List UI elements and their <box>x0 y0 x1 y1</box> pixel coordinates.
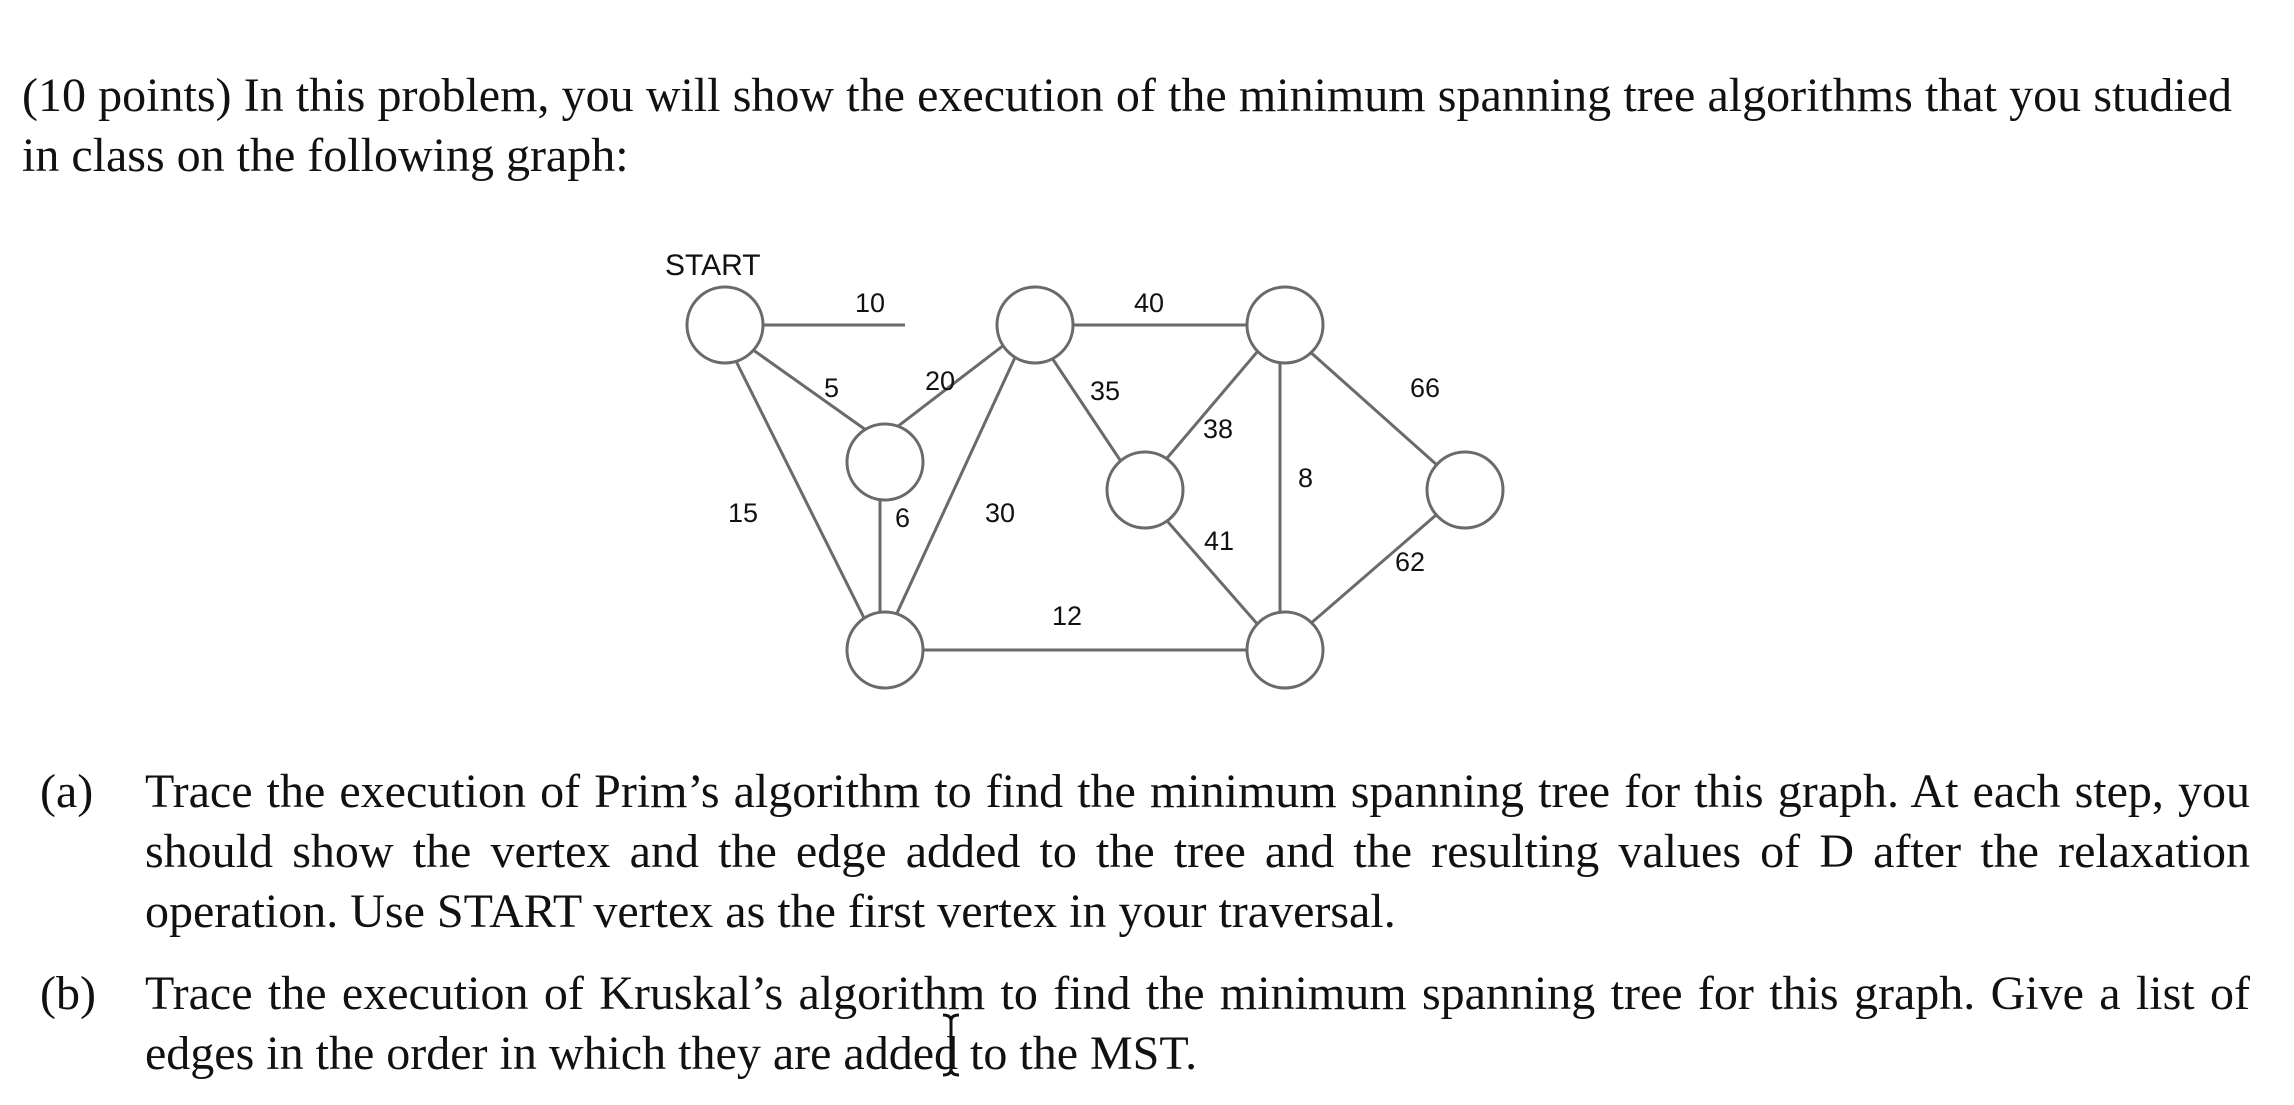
weight-label: 66 <box>1410 373 1440 403</box>
vertex-far-right <box>1425 450 1505 530</box>
weight-label: 10 <box>855 288 885 318</box>
weight-label: 20 <box>925 366 955 396</box>
edge-top2-bottom1 <box>878 324 1032 651</box>
part-b-text: Trace the execution of Kruskal’s algorit… <box>145 967 2250 1080</box>
weight-label: 38 <box>1203 414 1233 444</box>
weight-label: 62 <box>1395 547 1425 577</box>
vertex-bottom-right <box>1245 610 1325 690</box>
part-a-text: Trace the execution of Prim’s algorithm … <box>145 765 2250 938</box>
problem-intro: (10 points) In this problem, you will sh… <box>22 69 2232 182</box>
vertex-top-middle <box>995 285 1075 365</box>
weight-label: 6 <box>895 503 910 533</box>
vertex-bottom-left <box>845 610 925 690</box>
part-b: (b) Trace the execution of Kruskal’s alg… <box>40 964 2255 1094</box>
graph-svg: START 10 5 20 15 6 30 40 35 38 8 41 12 6… <box>665 249 1505 690</box>
vertex-center-left <box>845 422 925 502</box>
part-a: (a) Trace the execution of Prim’s algori… <box>40 762 2255 952</box>
part-b-marker: (b) <box>40 967 96 1020</box>
weight-label: 35 <box>1090 376 1120 406</box>
vertex-top-right <box>1245 285 1325 365</box>
weight-label: 8 <box>1298 463 1313 493</box>
vertex-center-right <box>1105 450 1185 530</box>
weight-label: 40 <box>1134 288 1164 318</box>
weight-label: 15 <box>728 498 758 528</box>
weight-label: 5 <box>824 373 839 403</box>
weight-label: 12 <box>1052 601 1082 631</box>
graph-figure: START 10 5 20 15 6 30 40 35 38 8 41 12 6… <box>640 240 1540 710</box>
part-a-marker: (a) <box>40 765 94 818</box>
start-label: START <box>665 249 761 282</box>
edge-start-bottom1 <box>716 324 882 651</box>
vertex-start <box>685 285 765 365</box>
weight-label: 30 <box>985 498 1015 528</box>
text-cursor-icon <box>942 1013 960 1077</box>
weight-label: 41 <box>1204 526 1234 556</box>
